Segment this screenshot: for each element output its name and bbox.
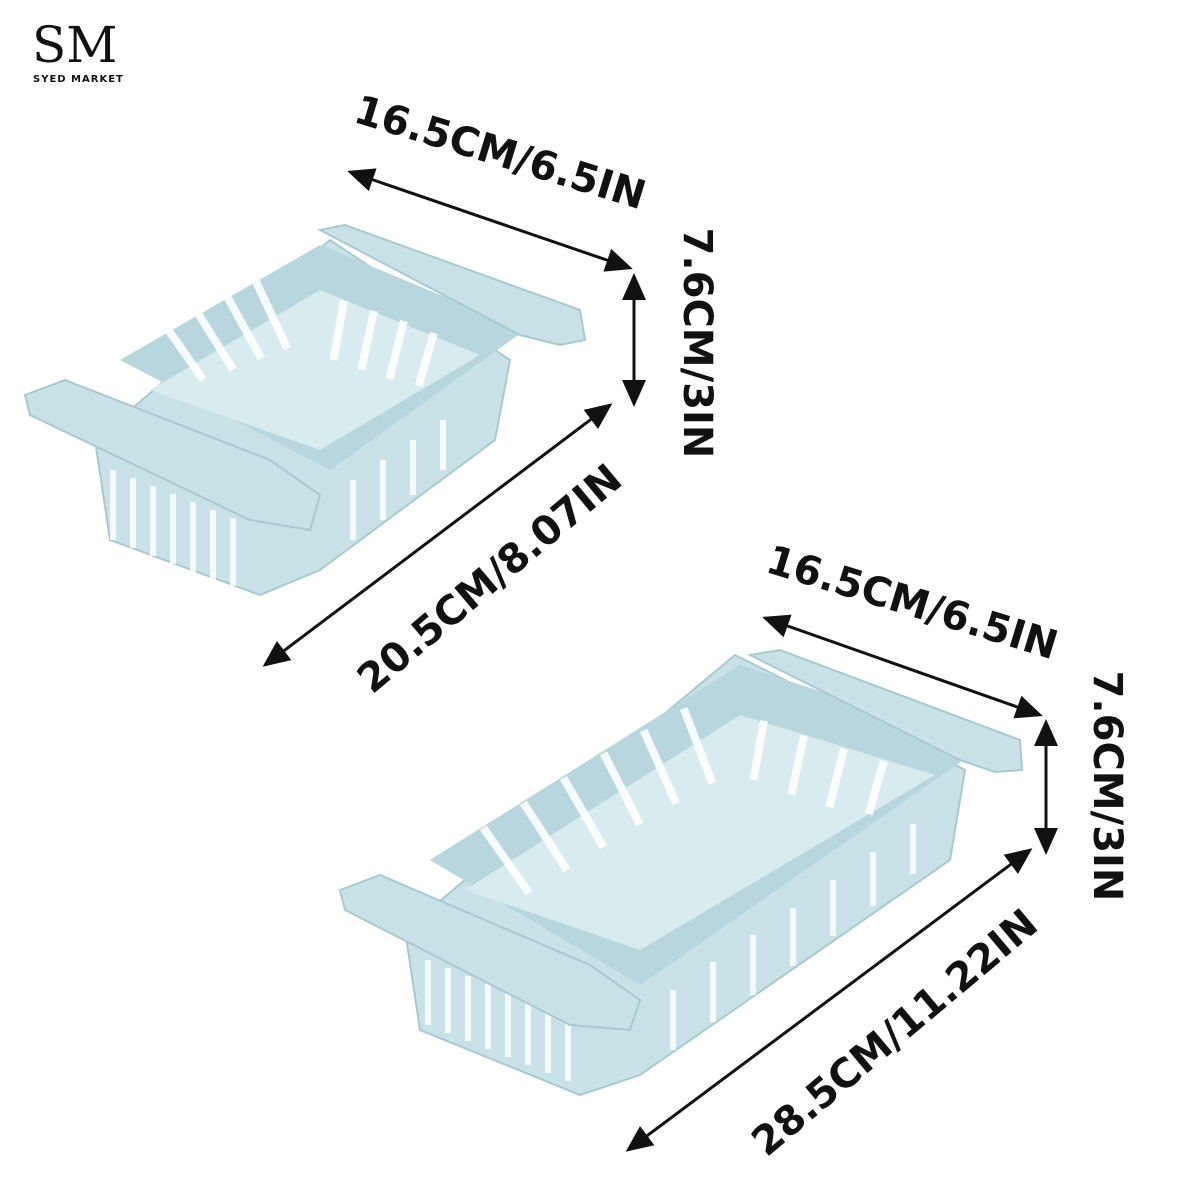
small-width-arrow	[347, 168, 633, 272]
large-height-label: 7.6CM/3IN	[1084, 670, 1130, 902]
small-length-arrow	[262, 403, 613, 667]
large-width-arrow	[762, 614, 1043, 719]
large-length-arrow	[625, 848, 1033, 1152]
logo: SM SYED MARKET	[32, 16, 124, 85]
logo-tagline: SYED MARKET	[33, 74, 124, 85]
small-height-label: 7.6CM/3IN	[674, 227, 720, 459]
logo-letters: SM	[32, 16, 117, 74]
